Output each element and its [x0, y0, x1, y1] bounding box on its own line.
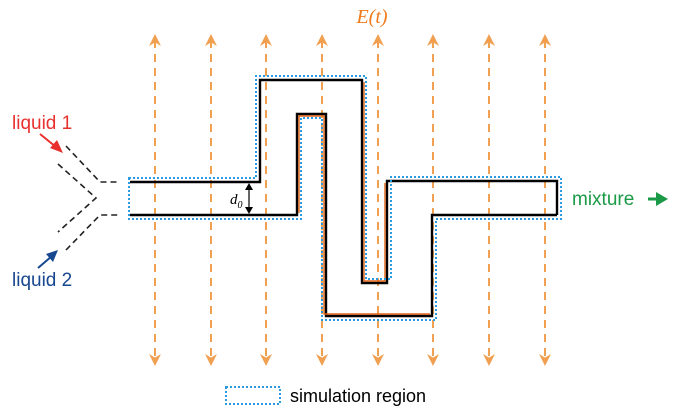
channel-inner-edge-right [363, 82, 386, 282]
channel-inner-edge [298, 82, 430, 315]
legend: simulation region [225, 386, 426, 406]
outlet-label: mixture [572, 189, 634, 210]
legend-label: simulation region [290, 386, 426, 406]
field-title: E(t) [355, 6, 387, 28]
channel-inner-edge-left [298, 115, 430, 315]
legend-swatch [225, 386, 281, 405]
channel [130, 78, 559, 318]
gap-label-main: d [230, 192, 238, 208]
inlet-2-label: liquid 2 [12, 270, 72, 291]
gap-label: d0 [230, 192, 243, 211]
inlet-1-arrow [39, 133, 63, 153]
inlet-junction-wall [57, 163, 98, 233]
inlet-1-wall-top [65, 145, 118, 183]
channel-upper-wall [130, 78, 559, 285]
inlet-1-label: liquid 1 [12, 113, 72, 134]
outlet-arrowhead [656, 192, 668, 206]
simulation-region [128, 75, 562, 321]
gap-marker: d0 [230, 183, 253, 214]
simulation-region-outline [128, 75, 562, 321]
gap-arrowhead-bottom [245, 207, 253, 214]
inlet-2-arrowhead [46, 250, 58, 262]
gap-label-subscript: 0 [238, 200, 243, 211]
channel-lower-wall [130, 112, 557, 318]
inlet-branches [57, 145, 118, 251]
inlet-2-wall-bottom [65, 214, 118, 251]
electric-field-lines [149, 34, 551, 366]
outlet-arrow [648, 192, 668, 206]
inlet-1-arrowhead [50, 140, 63, 153]
inlet-2-arrow [37, 250, 58, 269]
gap-arrowhead-top [245, 183, 253, 190]
